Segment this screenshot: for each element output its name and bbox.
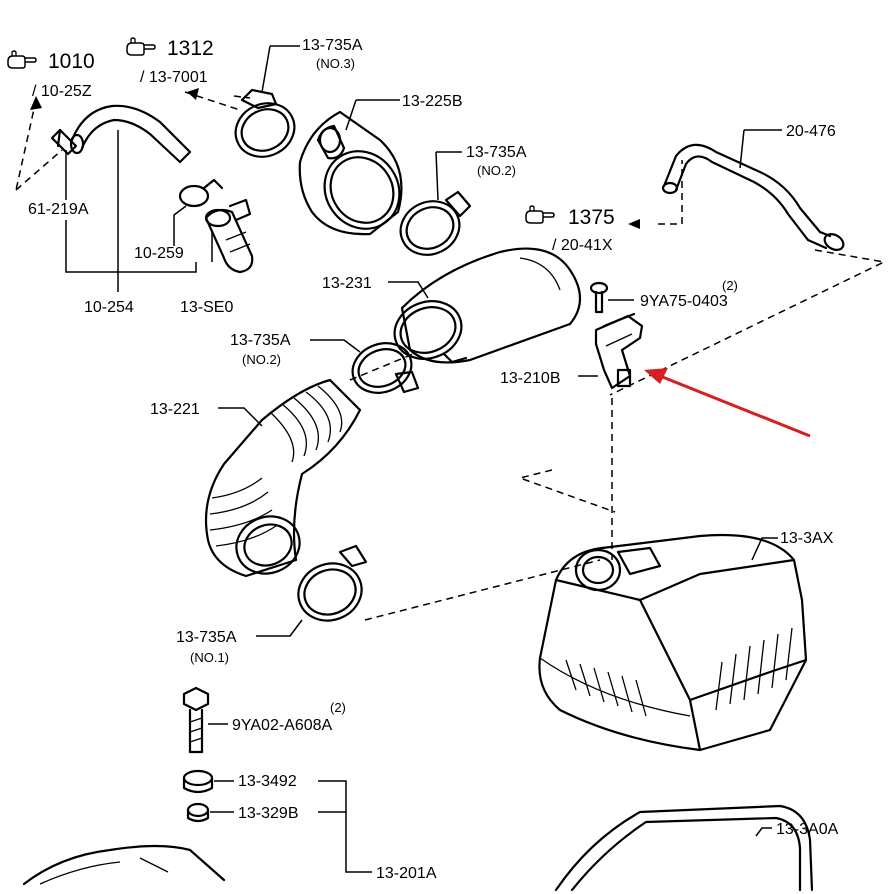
part-13-225B [298,110,403,236]
label-13-231[interactable]: 13-231 [322,275,372,292]
hose-13-SE0 [204,198,254,274]
bolt-9YA02-A608A [182,686,210,754]
hose-20-476 [661,143,845,251]
label-13-210B[interactable]: 13-210B [500,370,561,387]
bellows-hose-13-221 [204,378,362,578]
clamp-no2-top [399,190,472,256]
ref-1312[interactable]: 1312 [167,37,214,60]
qty-9YA02: (2) [330,700,346,715]
note-clamp-no2-top: (NO.2) [477,163,516,178]
grommet-13-3492 [182,769,214,794]
qty-9YA75: (2) [722,278,738,293]
label-9YA75-0403[interactable]: 9YA75-0403 [640,293,728,310]
ref-1375-sub: / 20-41X [552,237,613,254]
label-13-SE0[interactable]: 13-SE0 [180,299,233,316]
clip-61-219A [50,128,78,156]
ref-1010[interactable]: 1010 [48,50,95,73]
clamp-10-259 [178,178,224,208]
label-clamp-no2-mid[interactable]: 13-735A [230,332,291,349]
label-13-225B[interactable]: 13-225B [402,93,463,110]
hand-pointer-icon [7,50,37,69]
ref-1312-sub: / 13-7001 [140,69,208,86]
label-9YA02-A608A[interactable]: 9YA02-A608A [232,717,333,734]
air-cleaner-case-13-201A [22,844,226,886]
hand-pointer-icon [126,37,156,56]
highlight-arrow [644,368,811,438]
label-clamp-no3[interactable]: 13-735A [302,37,363,54]
duct-13-231 [393,247,582,364]
ref-1010-sub: / 10-25Z [32,83,92,100]
label-clamp-no2-top[interactable]: 13-735A [466,144,527,161]
label-13-3AX[interactable]: 13-3AX [780,530,834,547]
air-cleaner-cover-13-3AX [538,533,808,752]
hand-pointer-icon [525,205,555,224]
clamp-no3 [234,88,296,158]
label-61-219A[interactable]: 61-219A [28,201,89,218]
label-10-259[interactable]: 10-259 [134,245,184,262]
label-clamp-no1[interactable]: 13-735A [176,629,237,646]
label-13-201A[interactable]: 13-201A [376,865,437,882]
clamp-no2-mid [351,342,420,394]
bolt-9YA75-0403 [589,281,609,314]
note-clamp-no3: (NO.3) [316,56,355,71]
collar-13-329B [186,802,210,823]
note-clamp-no1: (NO.1) [190,650,229,665]
label-13-3A0A[interactable]: 13-3A0A [776,821,839,838]
note-clamp-no2-mid: (NO.2) [242,352,281,367]
filter-13-3A0A [554,804,814,892]
dashed-lines [15,91,887,621]
label-20-476[interactable]: 20-476 [786,123,836,140]
label-10-254[interactable]: 10-254 [84,299,134,316]
clamp-no1 [297,544,368,622]
label-13-329B[interactable]: 13-329B [238,805,299,822]
ref-1375[interactable]: 1375 [568,206,615,229]
label-13-221[interactable]: 13-221 [150,401,200,418]
hose-10-254 [69,104,192,164]
sensor-13-210B [594,312,644,390]
label-13-3492[interactable]: 13-3492 [238,773,297,790]
